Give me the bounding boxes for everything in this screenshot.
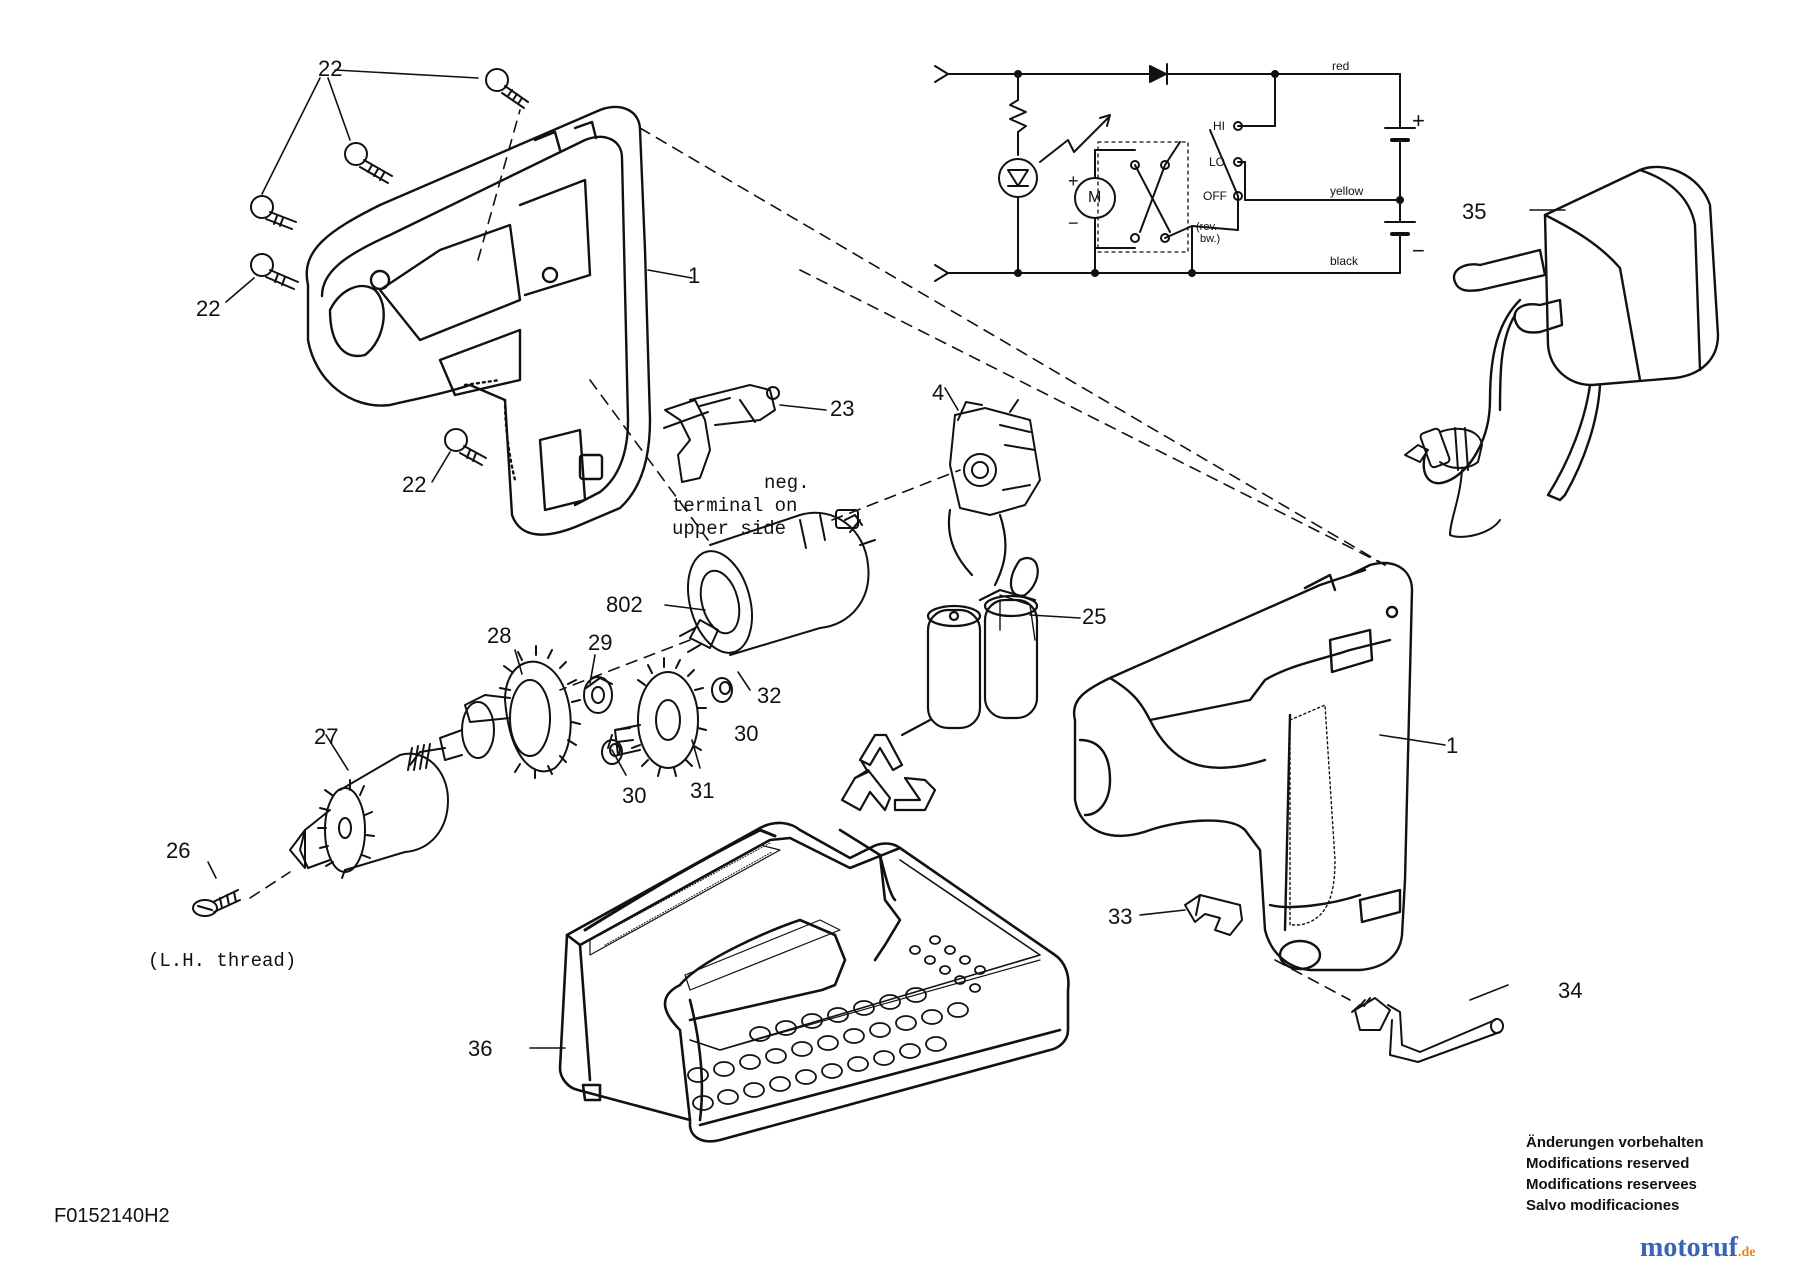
diagram-code: F0152140H2 bbox=[54, 1205, 170, 1227]
reverse-label-rev: (rev. bbox=[1196, 221, 1218, 233]
switch-label-hi: HI bbox=[1213, 119, 1225, 133]
lh-thread-note: (L.H. thread) bbox=[148, 950, 297, 972]
callout-22-bottom: 22 bbox=[402, 472, 427, 497]
screw-22-left bbox=[250, 195, 297, 230]
motor-802 bbox=[679, 509, 876, 656]
callout-30-left: 30 bbox=[622, 783, 647, 808]
callout-28: 28 bbox=[487, 623, 512, 648]
callout-23: 23 bbox=[830, 396, 855, 421]
callout-36: 36 bbox=[468, 1036, 493, 1061]
callout-34: 34 bbox=[1558, 978, 1583, 1003]
wire-label-black: black bbox=[1330, 254, 1359, 268]
screw-22-bottom bbox=[444, 428, 487, 466]
leader-lines bbox=[207, 69, 1566, 1049]
motor-minus-sign: − bbox=[1068, 213, 1079, 233]
battery-minus-sign: − bbox=[1412, 238, 1425, 263]
wire-label-red: red bbox=[1332, 59, 1350, 73]
callout-32: 32 bbox=[757, 683, 782, 708]
mod-line-en: Modifications reserved bbox=[1526, 1155, 1690, 1172]
mod-line-fr: Modifications reservees bbox=[1526, 1176, 1697, 1193]
watermark-logo: motoruf.de bbox=[1640, 1232, 1755, 1264]
housing-half-left bbox=[305, 105, 652, 536]
note-line-terminal: terminal on bbox=[672, 495, 798, 518]
switch-label-off: OFF bbox=[1203, 189, 1227, 203]
callout-4: 4 bbox=[932, 380, 945, 405]
switch-label-lo: LO bbox=[1209, 155, 1226, 169]
callout-1-drill: 1 bbox=[1446, 733, 1459, 758]
recycle-icon bbox=[840, 733, 937, 812]
note-line-neg: neg. bbox=[764, 472, 810, 494]
washer-29 bbox=[583, 676, 613, 714]
charger-35 bbox=[1422, 165, 1720, 502]
callout-802: 802 bbox=[606, 592, 643, 617]
note-line-upper-side: upper side bbox=[672, 518, 787, 541]
battery-pack-25 bbox=[900, 508, 1039, 737]
screw-22-mid bbox=[344, 142, 393, 184]
charge-plug-34 bbox=[1351, 997, 1504, 1063]
callout-25: 25 bbox=[1082, 604, 1107, 629]
motor-symbol-label: M bbox=[1088, 189, 1102, 206]
neg-terminal-note: neg. terminal on upper side bbox=[672, 472, 810, 542]
screw-26 bbox=[192, 889, 241, 917]
modifications-notice: Änderungen vorbehalten Modifications res… bbox=[1526, 1132, 1704, 1216]
wire-label-yellow: yellow bbox=[1330, 184, 1364, 198]
gear-28 bbox=[407, 645, 581, 779]
callout-35: 35 bbox=[1462, 199, 1487, 224]
watermark-suffix: .de bbox=[1737, 1245, 1756, 1260]
callout-22-top: 22 bbox=[318, 56, 343, 81]
mod-line-de: Änderungen vorbehalten bbox=[1526, 1134, 1704, 1151]
callout-31: 31 bbox=[690, 778, 715, 803]
drill-chuck-27 bbox=[289, 752, 449, 879]
battery-plus-sign: + bbox=[1412, 108, 1425, 133]
gear-31 bbox=[607, 657, 707, 777]
charger-jack-plug bbox=[1404, 427, 1501, 538]
callout-33: 33 bbox=[1108, 904, 1133, 929]
screw-22-top bbox=[485, 68, 529, 109]
screw-22-lower bbox=[250, 253, 299, 290]
assembled-drill-1 bbox=[1072, 561, 1414, 972]
washer-30-a bbox=[711, 677, 733, 703]
mod-line-es: Salvo modificaciones bbox=[1526, 1197, 1680, 1214]
callout-29: 29 bbox=[588, 630, 613, 655]
reverse-label-bw: bw.) bbox=[1200, 233, 1221, 245]
callout-22-left: 22 bbox=[196, 296, 221, 321]
watermark-main: motoruf bbox=[1640, 1232, 1738, 1263]
bit-holes bbox=[687, 935, 986, 1111]
switch-trigger-23 bbox=[663, 384, 780, 483]
callout-1-housing: 1 bbox=[688, 263, 701, 288]
washer-30-b bbox=[601, 739, 623, 765]
callout-26: 26 bbox=[166, 838, 191, 863]
callout-30-right: 30 bbox=[734, 721, 759, 746]
motor-plus-sign: + bbox=[1068, 171, 1079, 191]
charger-stand-36 bbox=[558, 821, 1070, 1143]
switch-assembly-4 bbox=[949, 399, 1041, 516]
clip-33 bbox=[1184, 894, 1243, 936]
callout-27: 27 bbox=[314, 724, 339, 749]
circuit-schematic bbox=[934, 63, 1416, 282]
